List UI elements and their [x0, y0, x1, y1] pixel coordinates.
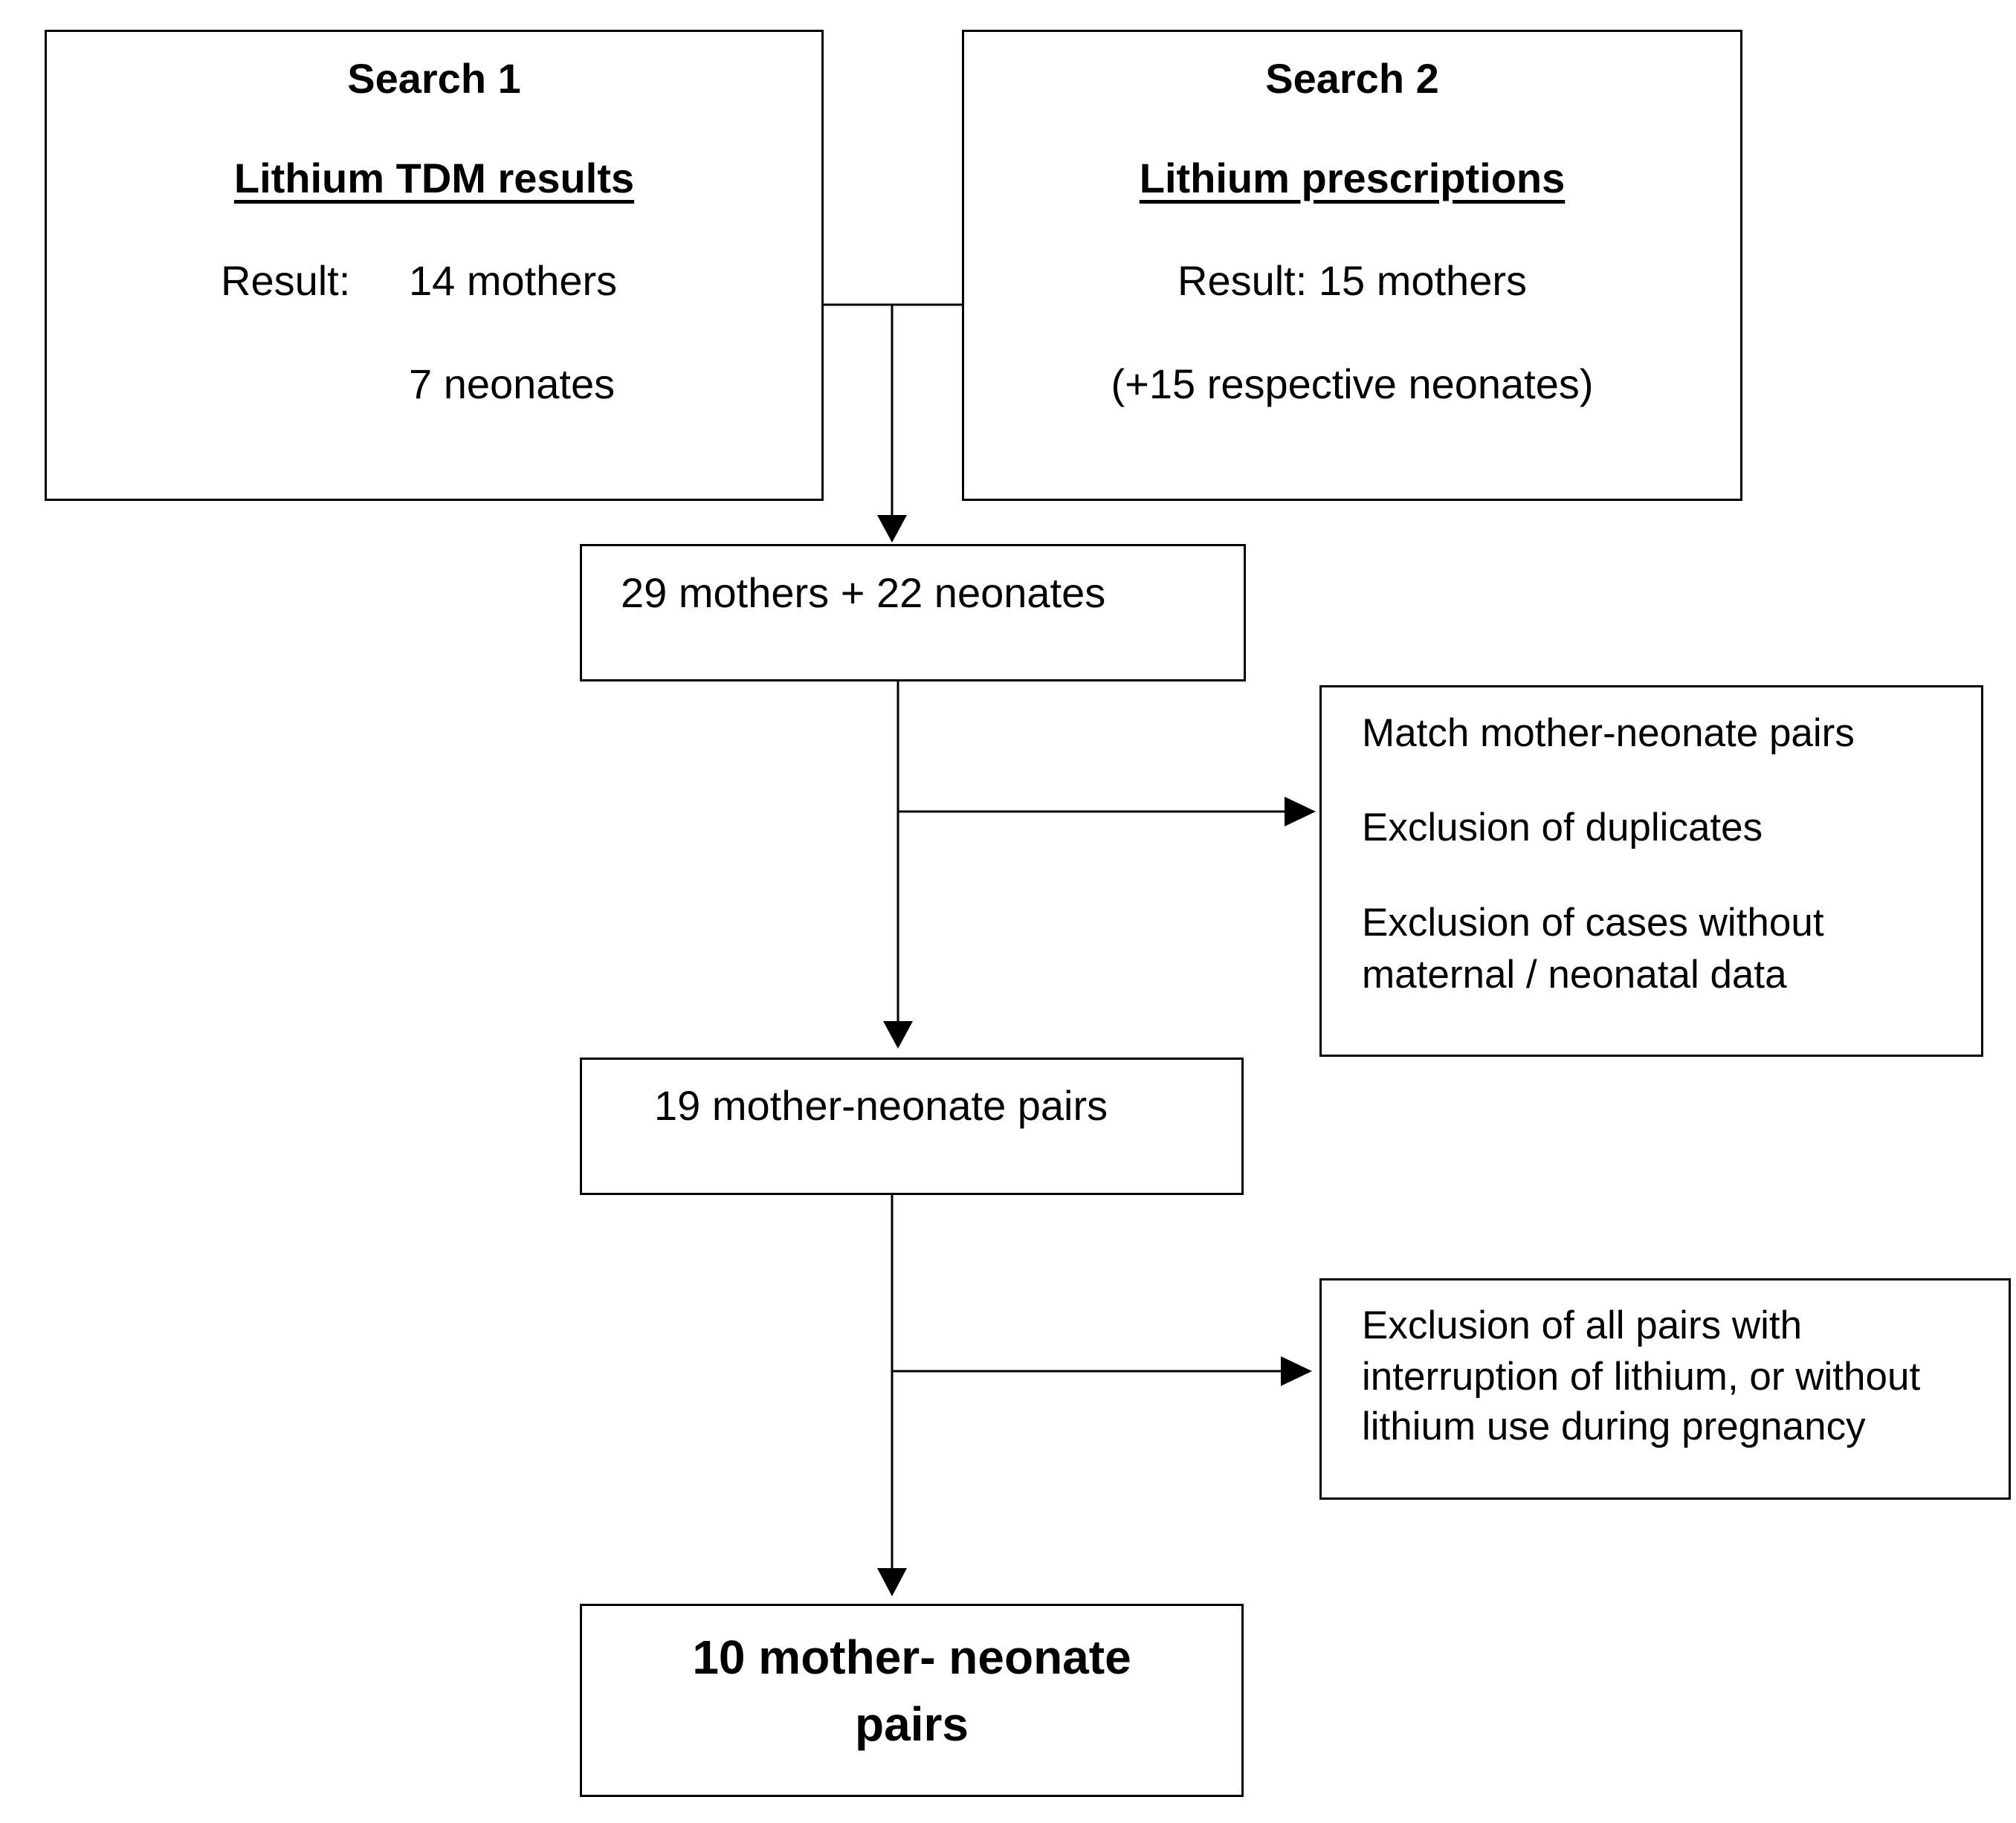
final-box	[580, 1604, 1244, 1797]
arrowhead-exclusion-1	[1285, 797, 1316, 826]
final-line-2: pairs	[855, 1697, 969, 1751]
search-1-box	[45, 30, 824, 501]
pairs-19-box	[580, 1058, 1244, 1195]
search-1-result-label: Result:	[221, 257, 351, 304]
arrowhead-19-pairs	[883, 1021, 913, 1049]
exclusion-2-box	[1319, 1278, 2011, 1500]
search-2-title: Search 2	[1265, 55, 1439, 102]
search-1-result-mothers: 14 mothers	[409, 257, 618, 304]
exclusion-1-line-3a: Exclusion of cases without	[1362, 901, 1824, 945]
exclusion-1-box	[1319, 685, 1983, 1057]
combined-text: 29 mothers + 22 neonates	[621, 569, 1106, 616]
exclusion-1-line-3b: maternal / neonatal data	[1362, 953, 1787, 997]
exclusion-2-line-3: lithium use during pregnancy	[1362, 1405, 1866, 1448]
search-1-title: Search 1	[347, 55, 521, 102]
final-line-1: 10 mother- neonate	[692, 1631, 1131, 1684]
exclusion-1-line-2: Exclusion of duplicates	[1362, 806, 1763, 849]
search-2-subtitle: Lithium prescriptions	[1139, 155, 1566, 201]
search-2-result-neonates: (+15 respective neonates)	[1111, 360, 1594, 407]
search-2-result-mothers: Result: 15 mothers	[1177, 257, 1527, 304]
exclusion-2-line-2: interruption of lithium, or without	[1362, 1355, 1921, 1399]
exclusion-2-line-1: Exclusion of all pairs with	[1362, 1304, 1803, 1347]
combined-box	[580, 544, 1246, 681]
arrowhead-exclusion-2	[1281, 1356, 1312, 1386]
search-2-box	[962, 30, 1742, 501]
exclusion-1-line-1: Match mother-neonate pairs	[1362, 711, 1855, 755]
search-1-subtitle: Lithium TDM results	[233, 155, 635, 201]
pairs-19-text: 19 mother-neonate pairs	[654, 1082, 1108, 1129]
arrowhead-final	[877, 1568, 907, 1596]
search-1-result-neonates: 7 neonates	[409, 360, 616, 407]
arrowhead-combined	[877, 515, 907, 543]
